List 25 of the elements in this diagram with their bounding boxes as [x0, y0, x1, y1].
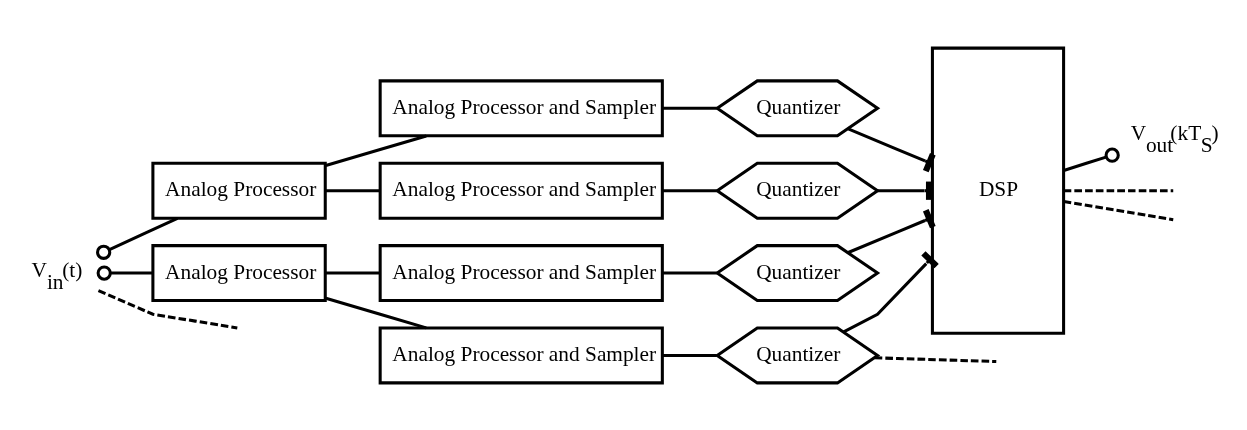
node-box: Analog Processor and Sampler [378, 161, 664, 220]
connector [96, 264, 153, 281]
connector [325, 296, 427, 329]
node-box: DSP [930, 46, 1066, 335]
connector [662, 353, 717, 357]
connector [847, 127, 936, 172]
connector [1063, 199, 1174, 221]
connector [843, 250, 939, 333]
node-box: Analog Processor and Sampler [378, 325, 664, 384]
connector [325, 188, 380, 192]
connector [97, 288, 238, 329]
node-box: Analog Processor and Sampler [378, 243, 664, 302]
node-box: Analog Processor [151, 243, 327, 302]
connector [1063, 188, 1174, 192]
node-box: Analog Processor and Sampler [378, 78, 664, 137]
node-box: Analog Processor [151, 161, 327, 220]
connector [662, 188, 717, 192]
connector [847, 208, 936, 254]
connector [874, 355, 997, 363]
connector [325, 271, 380, 275]
connector [662, 271, 717, 275]
connector [96, 216, 179, 260]
connector [325, 133, 427, 167]
connector [1063, 147, 1120, 172]
connector [662, 106, 717, 110]
